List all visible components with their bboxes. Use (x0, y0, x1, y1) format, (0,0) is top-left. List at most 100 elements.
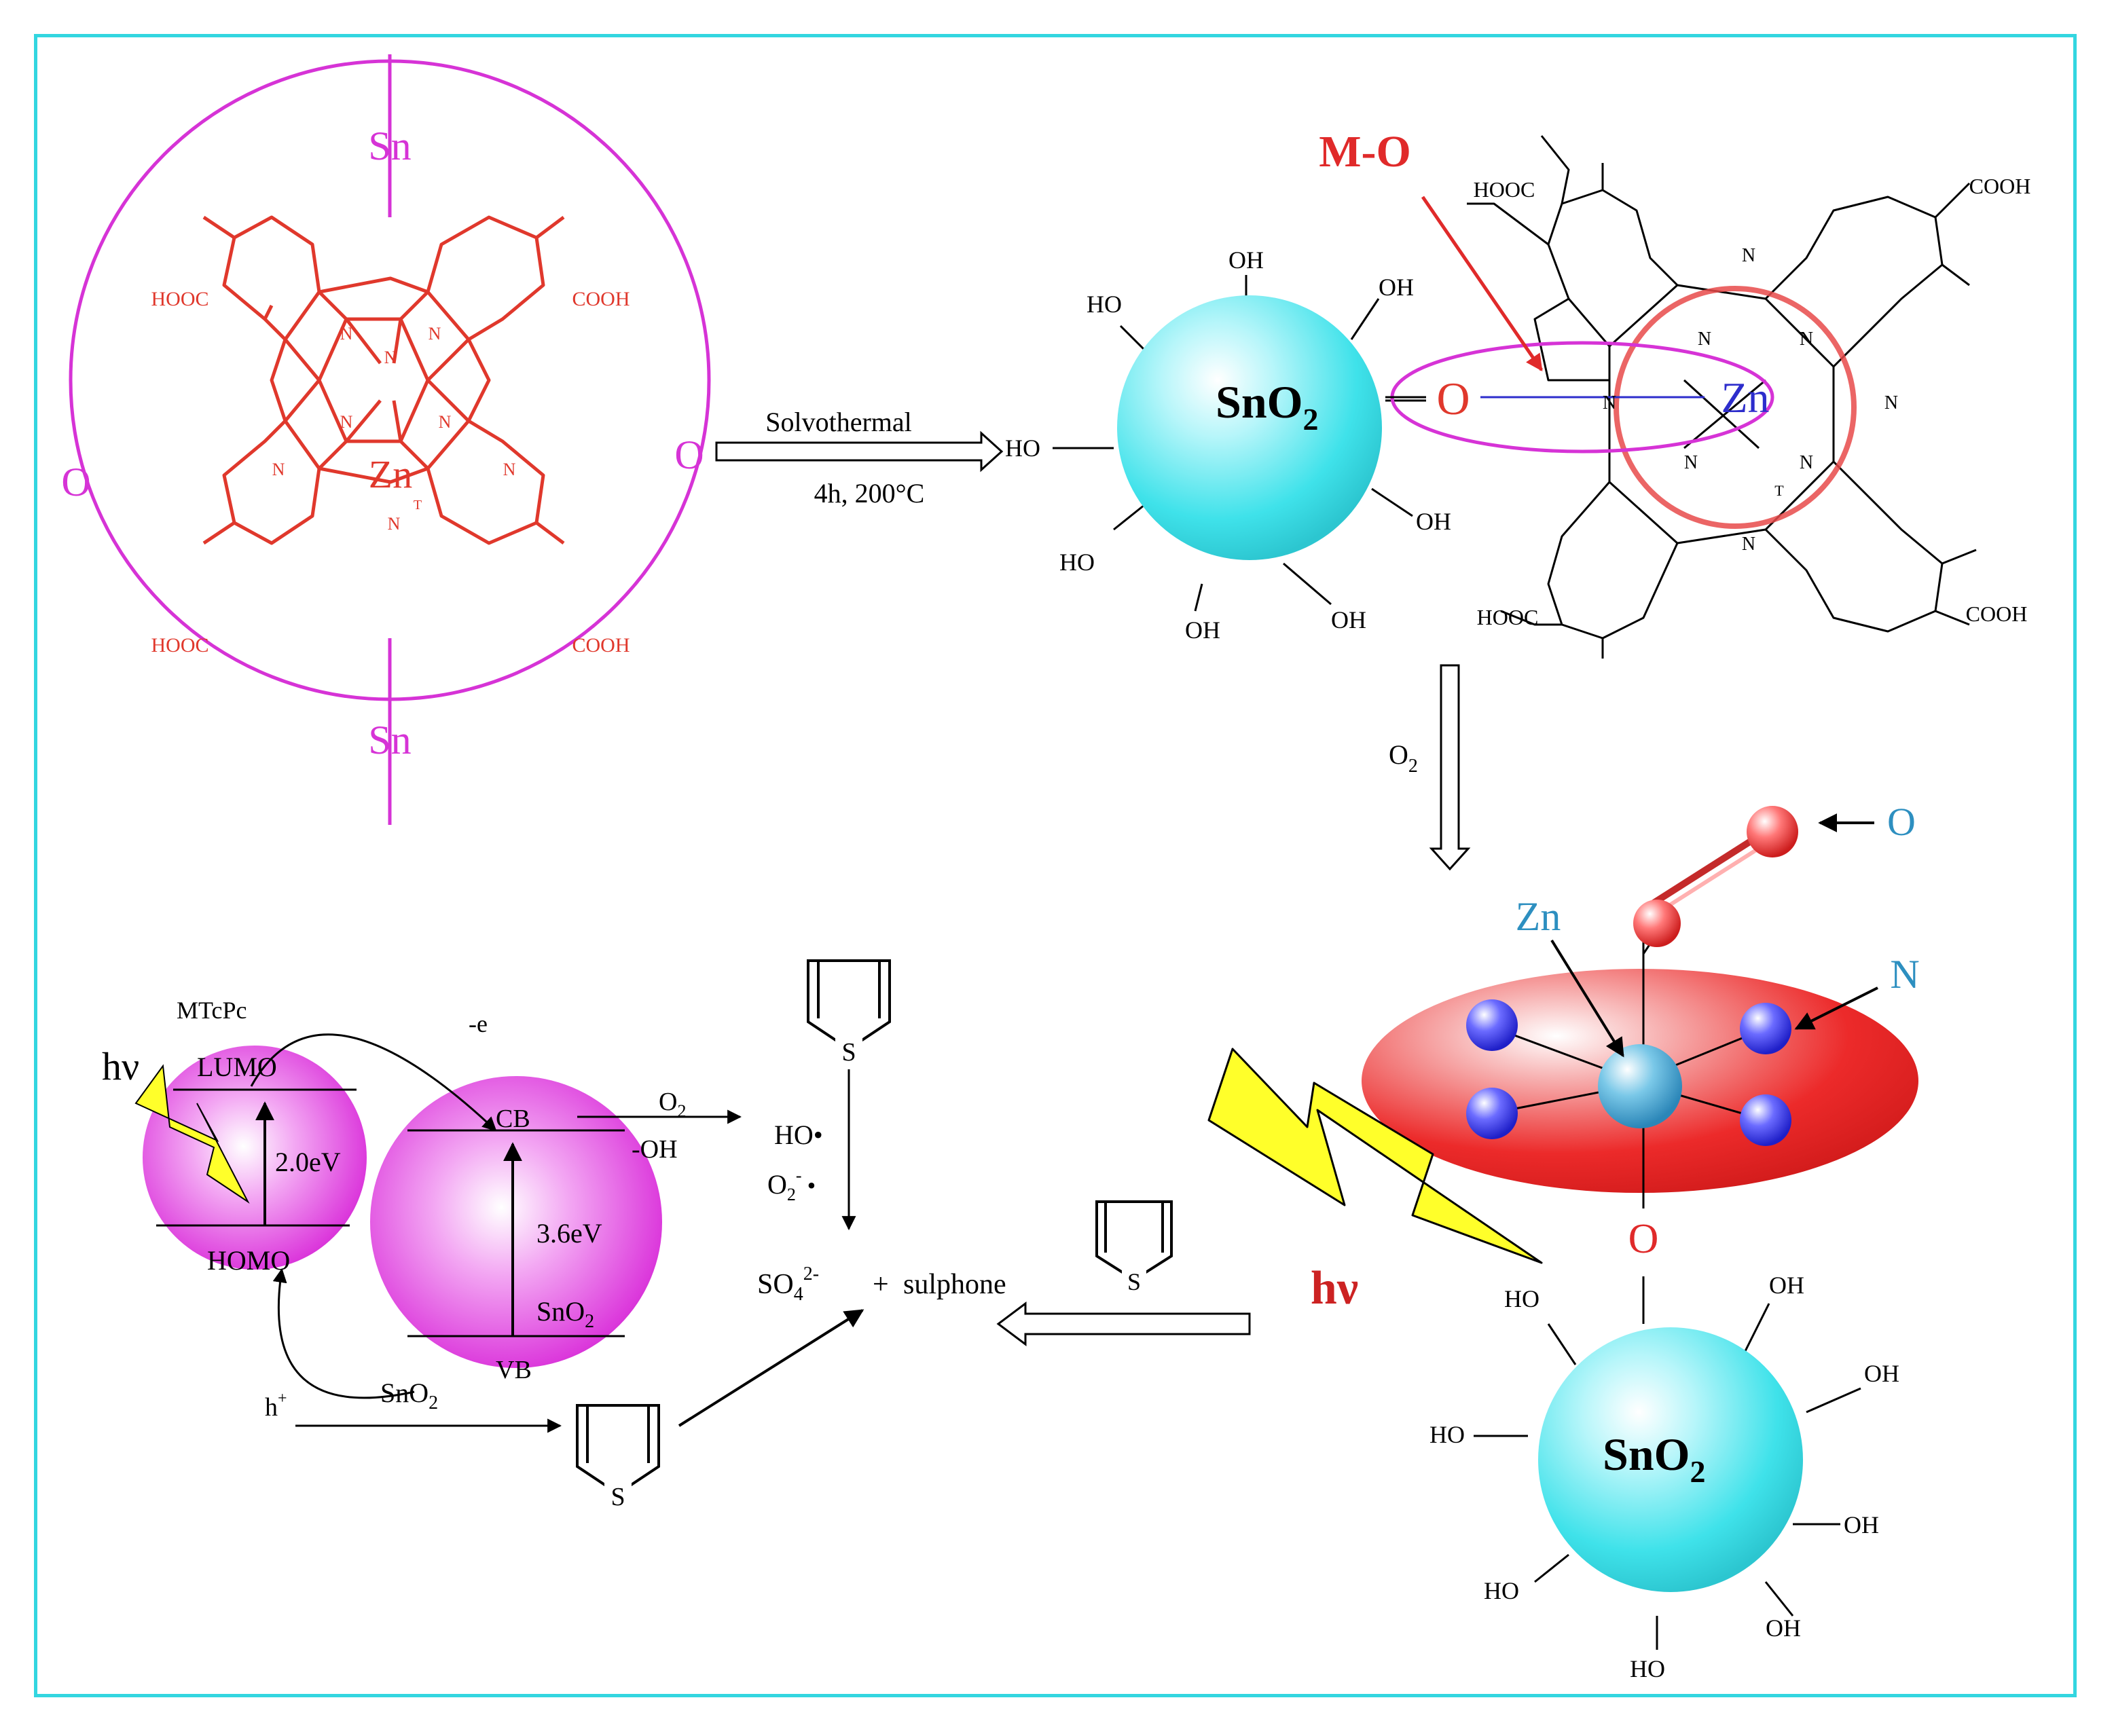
sno2-sphere-bottom: SnO2 HO OH OH HO OH HO OH HO (1429, 1272, 1899, 1682)
hv-small-label: hν (102, 1044, 139, 1088)
precursor-cooh-br: COOH (572, 634, 630, 657)
thiophene-top: S (807, 959, 891, 1067)
solvothermal-conditions: 4h, 200°C (814, 478, 925, 509)
sno2-bottom-oh: OH (1864, 1360, 1899, 1387)
complex-n: N (1884, 392, 1898, 413)
o2-mech-label: O2 (659, 1088, 686, 1121)
precursor-n: N (429, 324, 441, 344)
sno2-top-ho: HO (1059, 549, 1095, 576)
model-n-label: N (1890, 952, 1919, 997)
precursor-zn: Zn (369, 452, 412, 496)
precursor-n: N (384, 348, 397, 367)
precursor-n: N (439, 412, 452, 432)
vb-label: VB (496, 1356, 532, 1384)
complex-n: N (1603, 392, 1616, 413)
sno2-under-label: SnO2 (380, 1378, 438, 1414)
precursor-n: N (340, 412, 353, 432)
complex-cooh-tr: COOH (1969, 174, 2031, 198)
thiophene-bottom: S (576, 1404, 660, 1511)
gap-mtcpc: 2.0eV (275, 1147, 341, 1177)
model-o-label: O (1887, 800, 1916, 844)
precursor-o-right: O (674, 432, 704, 477)
precursor-hooc-bl: HOOC (151, 634, 208, 657)
precursor-sn-bottom: Sn (368, 718, 411, 762)
mechanism: MTcPc hν LUMO HOMO 2.0eV -e CB VB 3.6eV … (102, 997, 742, 1433)
thiophene-s: S (1127, 1268, 1141, 1295)
sulphone-label: sulphone (903, 1269, 1006, 1300)
model-zn-label: Zn (1516, 894, 1561, 939)
complex-hooc-bl: HOOC (1477, 605, 1539, 629)
sno2-top-ho: HO (1005, 435, 1040, 462)
precursor-cooh-tr: COOH (572, 288, 630, 310)
sno2-top-ho: HO (1087, 291, 1122, 318)
sno2-bottom-oh: OH (1766, 1614, 1801, 1642)
gap-sno2: 3.6eV (536, 1218, 602, 1249)
o2-label: O2 (1389, 739, 1418, 777)
sno2-top-oh: OH (1331, 606, 1366, 633)
solvothermal-label: Solvothermal (765, 407, 912, 437)
sno2-top-label: SnO2 (1216, 376, 1319, 437)
sulfate-label: SO42- (757, 1263, 819, 1305)
sno2-bottom-label: SnO2 (1603, 1428, 1706, 1489)
complex-t: T (1774, 482, 1784, 499)
complex-n: N (1698, 329, 1711, 350)
reaction: S HO• O2-• SO42- + sulphone S (576, 959, 1006, 1511)
thiophene-s: S (610, 1483, 625, 1511)
return-arrow (996, 1301, 1251, 1346)
complex-o: O (1436, 373, 1470, 424)
lightning-large-icon (1207, 1048, 1543, 1264)
precursor-n: N (388, 514, 401, 534)
sno2-top-oh: OH (1228, 246, 1264, 274)
o2-radical-label: O2-• (767, 1166, 816, 1204)
homo-label: HOMO (207, 1245, 290, 1276)
thiophene-mid: S (1095, 1200, 1173, 1295)
complex-n: N (1742, 245, 1755, 266)
solvothermal-arrow: Solvothermal 4h, 200°C (715, 407, 1004, 509)
sno2-top-oh: OH (1379, 274, 1414, 301)
ho-radical-label: HO• (774, 1120, 823, 1150)
sno2-top-oh: OH (1416, 508, 1451, 535)
plus-sign: + (873, 1269, 889, 1300)
complex-n: N (1684, 452, 1698, 473)
molecular-model: O Zn N O (1362, 800, 1920, 1324)
precursor-structure: N N N N N N N N T Zn HOOC COOH HOOC COOH… (61, 54, 711, 825)
minus-e-label: -e (469, 1010, 488, 1037)
sno2-sphere-top: SnO2 OH HO OH HO OH HO OH OH (1005, 246, 1451, 644)
cb-label: CB (496, 1105, 530, 1133)
complex-n: N (1800, 452, 1813, 473)
o2-arrow: O2 (1389, 664, 1471, 871)
sno2-inner-label: SnO2 (536, 1296, 594, 1332)
sno2-bottom-ho: HO (1484, 1577, 1519, 1604)
thiophene-s: S (841, 1038, 856, 1067)
sno2-bottom-ho: HO (1630, 1655, 1665, 1682)
precursor-n: N (272, 460, 285, 479)
sno2-top-oh: OH (1185, 616, 1220, 644)
minus-oh-label: -OH (632, 1135, 678, 1164)
precursor-n: N (503, 460, 516, 479)
precursor-n: N (340, 324, 353, 344)
sno2-bottom-oh: OH (1844, 1511, 1879, 1538)
zn-pc-complex: O Zn N N N N N N N N T HOOC COOH HOOC CO… (1319, 127, 2030, 659)
sno2-bottom-ho: HO (1504, 1285, 1539, 1312)
lightning-small-icon (134, 1064, 250, 1204)
figure-frame (34, 34, 2077, 1697)
complex-n: N (1800, 329, 1813, 350)
complex-n: N (1742, 534, 1755, 555)
model-o-link: O (1628, 1216, 1659, 1262)
precursor-hooc-tl: HOOC (151, 288, 208, 310)
sno2-bottom-oh: OH (1769, 1272, 1804, 1299)
complex-zn: Zn (1721, 373, 1769, 422)
mo-label: M-O (1319, 127, 1411, 177)
lumo-label: LUMO (197, 1052, 277, 1082)
precursor-sn-top: Sn (368, 124, 411, 168)
complex-hooc-tl: HOOC (1474, 177, 1535, 202)
sno2-bottom-ho: HO (1429, 1421, 1465, 1448)
precursor-t: T (414, 498, 422, 513)
h-plus-label: h+ (265, 1390, 287, 1422)
precursor-o-left: O (61, 460, 90, 504)
mtcpc-label: MTcPc (177, 997, 247, 1024)
complex-cooh-br: COOH (1966, 602, 2028, 626)
hv-large-label: hν (1311, 1262, 1358, 1314)
